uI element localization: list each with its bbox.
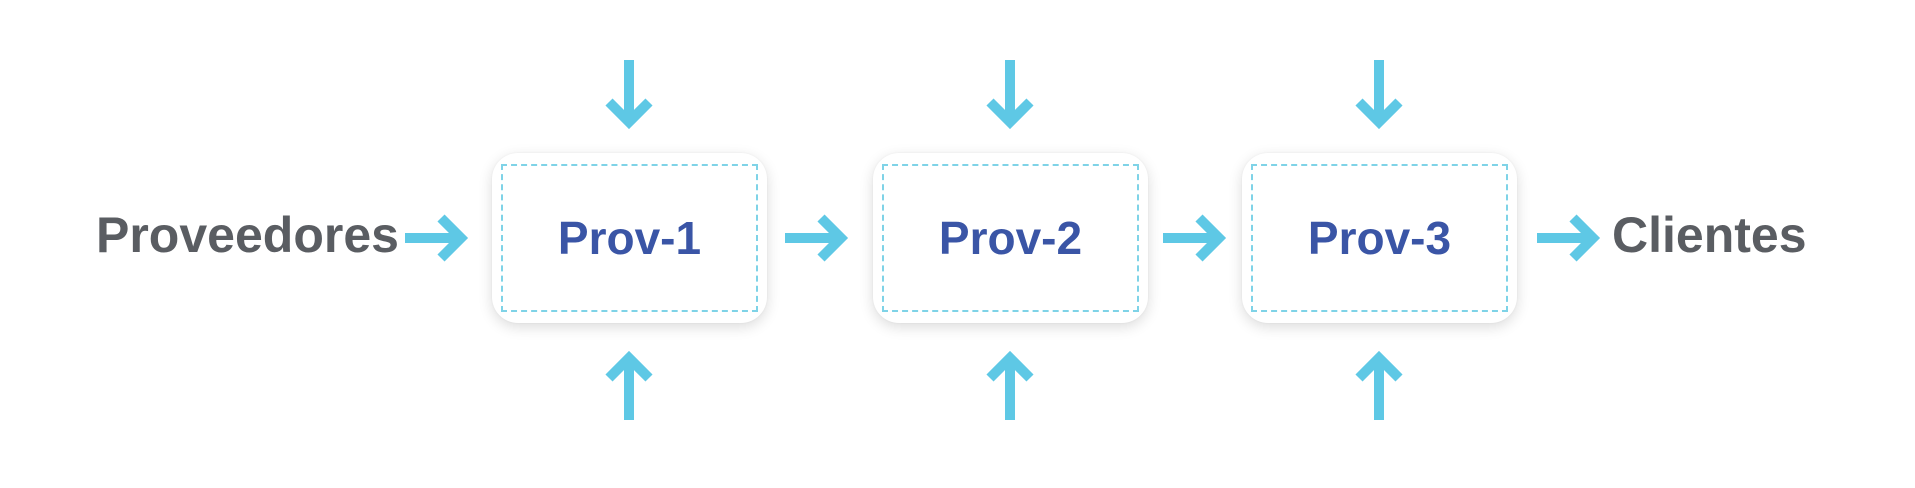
stage-box-3: Prov-3 (1242, 153, 1517, 323)
arrow-down-icon (1359, 60, 1399, 122)
source-label: Proveedores (96, 207, 399, 263)
stage-label: Prov-1 (557, 212, 702, 264)
arrow-down-icon (609, 60, 649, 122)
target-label: Clientes (1612, 207, 1807, 263)
stage-dashed-frame: Prov-2 (882, 164, 1139, 312)
stage-box-1: Prov-1 (492, 153, 767, 323)
arrow-down-icon (990, 60, 1030, 122)
stage-label: Prov-2 (938, 212, 1083, 264)
stage-dashed-frame: Prov-1 (501, 164, 758, 312)
arrow-right-icon (785, 218, 841, 258)
stage-dashed-frame: Prov-3 (1251, 164, 1508, 312)
arrow-up-icon (609, 358, 649, 420)
stage-box-2: Prov-2 (873, 153, 1148, 323)
stage-label: Prov-3 (1307, 212, 1452, 264)
arrow-right-icon (1163, 218, 1219, 258)
arrow-right-icon (1537, 218, 1593, 258)
arrow-right-icon (405, 218, 461, 258)
arrow-up-icon (990, 358, 1030, 420)
arrow-up-icon (1359, 358, 1399, 420)
